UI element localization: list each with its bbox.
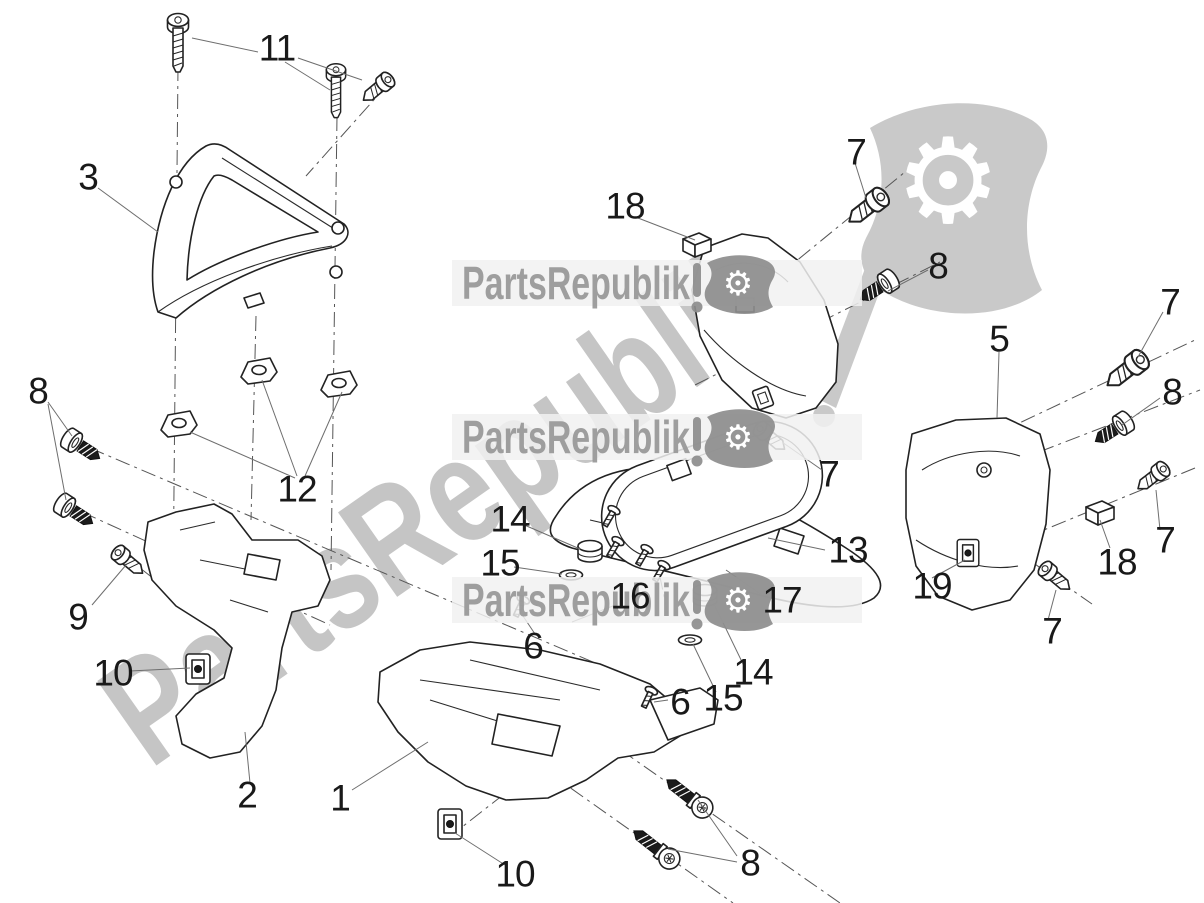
part-dashboard-bracket <box>377 641 719 801</box>
callout-7: 7 <box>1160 281 1181 323</box>
gear-icon: ⚙ <box>723 582 753 620</box>
callout-6: 6 <box>670 681 691 723</box>
callout-14: 14 <box>733 651 773 693</box>
callout-15: 15 <box>480 542 520 584</box>
callout-18: 18 <box>605 185 645 227</box>
flag-icon <box>861 103 1048 314</box>
callout-10: 10 <box>495 853 535 895</box>
callout-8: 8 <box>740 842 761 884</box>
callout-10: 10 <box>93 652 133 694</box>
callout-15: 15 <box>703 677 743 719</box>
part-lower-cover <box>143 503 331 759</box>
callout-7: 7 <box>846 131 867 173</box>
watermark-stamp: PartsRepublik ⚙ <box>452 409 862 469</box>
callout-8: 8 <box>928 245 949 287</box>
callout-5: 5 <box>989 318 1010 360</box>
callout-3: 3 <box>78 156 99 198</box>
callout-7: 7 <box>819 453 840 495</box>
callout-13: 13 <box>828 529 868 571</box>
callout-1: 1 <box>330 777 351 819</box>
watermark-stamp-text: PartsRepublik <box>462 574 690 626</box>
callout-18: 18 <box>1097 541 1137 583</box>
callout-9: 9 <box>68 596 89 638</box>
callout-12: 12 <box>277 468 317 510</box>
callout-8: 8 <box>1162 371 1183 413</box>
gear-icon: ⚙ <box>723 265 753 303</box>
callout-6: 6 <box>523 625 544 667</box>
callout-17: 17 <box>762 579 802 621</box>
callout-16: 16 <box>610 575 650 617</box>
callout-19: 19 <box>912 565 952 607</box>
watermark-stamp: PartsRepublik ⚙ <box>452 572 862 632</box>
callout-8: 8 <box>28 370 49 412</box>
gear-icon: ⚙ <box>723 419 753 457</box>
part-windscreen <box>151 143 349 319</box>
watermark-stamp: PartsRepublik ⚙ <box>452 255 862 315</box>
watermark-stamp-text: PartsRepublik <box>462 257 690 309</box>
callout-11: 11 <box>258 27 296 69</box>
callout-7: 7 <box>1155 519 1176 561</box>
callout-14: 14 <box>490 498 530 540</box>
callout-2: 2 <box>237 774 258 816</box>
watermark-stamp-text: PartsRepublik <box>462 411 690 463</box>
callout-7: 7 <box>1042 610 1063 652</box>
gear-icon: ⚙ <box>895 116 1001 248</box>
clip-parts <box>160 232 1115 840</box>
